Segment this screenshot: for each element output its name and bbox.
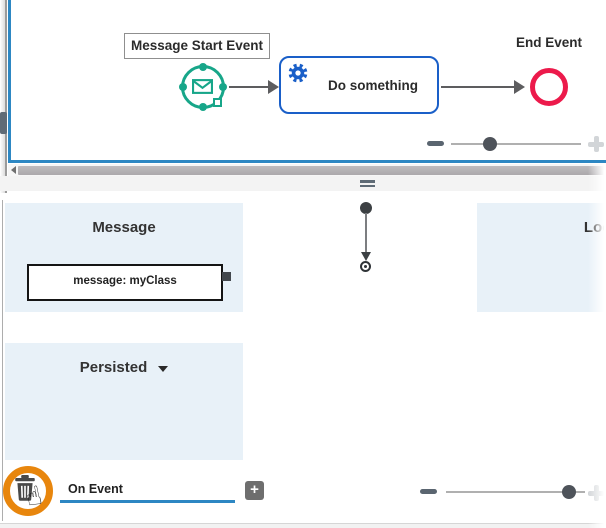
sequence-flow-line[interactable] (229, 85, 269, 88)
left-scrollbar-track[interactable] (0, 0, 5, 193)
zoom-slider-thumb[interactable] (483, 136, 497, 151)
message-class-label: message: myClass (73, 275, 177, 287)
left-scrollbar-border (5, 0, 7, 193)
start-event-label: Message Start Event (130, 38, 264, 53)
persisted-panel-header[interactable]: Persisted (5, 359, 243, 376)
horizontal-scrollbar[interactable] (8, 164, 606, 176)
zoom-in-icon[interactable] (593, 485, 599, 501)
zoom-slider-track[interactable] (451, 142, 581, 145)
envelope-icon (192, 79, 213, 94)
arrowhead-icon (268, 80, 279, 94)
annotation-circle-icon (3, 466, 53, 516)
zoom-out-icon[interactable] (427, 141, 444, 146)
task-node[interactable]: Do something (279, 56, 439, 114)
window-bottom-edge (0, 523, 606, 528)
message-class-box[interactable]: message: myClass (27, 264, 223, 301)
selection-handle-icon[interactable] (198, 62, 207, 71)
end-event-node[interactable] (530, 68, 568, 106)
zoom-slider-thumb[interactable] (562, 484, 576, 499)
grip-bar-icon (360, 180, 375, 183)
task-label: Do something (328, 78, 418, 93)
active-tab-underline (60, 500, 235, 503)
resize-handle-icon[interactable] (213, 98, 222, 107)
selection-handle-icon[interactable] (198, 102, 207, 111)
editor-left-border (2, 200, 3, 521)
add-event-button[interactable]: + (245, 481, 264, 500)
local-panel: Local (477, 203, 606, 312)
local-panel-title: Local (583, 219, 606, 236)
grip-bar-icon (360, 184, 375, 187)
final-state-icon[interactable] (360, 261, 371, 272)
end-event-label: End Event (515, 35, 582, 50)
zoom-slider-track[interactable] (446, 490, 585, 493)
arrowhead-icon (361, 252, 371, 261)
initial-state-icon[interactable] (360, 202, 372, 214)
tab-on-event-label: On Event (68, 482, 123, 496)
sequence-flow-line[interactable] (441, 85, 515, 88)
gear-icon (288, 63, 308, 83)
selection-handle-icon[interactable] (218, 82, 227, 91)
persisted-panel-title: Persisted (79, 359, 148, 376)
panel-splitter (0, 176, 606, 191)
splitter-drag-handle[interactable] (351, 176, 385, 191)
tab-on-event[interactable]: On Event (60, 480, 236, 503)
selection-handle-icon[interactable] (178, 82, 187, 91)
arrowhead-icon (514, 80, 525, 94)
message-panel-title: Message (92, 219, 156, 236)
left-scrollbar-thumb[interactable] (0, 112, 7, 134)
horizontal-scrollbar-thumb[interactable] (18, 165, 604, 175)
caret-down-icon (158, 365, 169, 372)
start-event-label-box: Message Start Event (124, 33, 270, 59)
connector-handle-icon[interactable] (222, 272, 231, 281)
zoom-in-icon[interactable] (593, 136, 599, 152)
zoom-out-icon[interactable] (420, 489, 437, 494)
persisted-panel: Persisted (5, 343, 243, 460)
transition-line[interactable] (365, 213, 367, 253)
message-start-event-node[interactable] (178, 62, 227, 111)
scroll-left-arrow-icon[interactable] (11, 166, 16, 174)
diagram-canvas[interactable]: Message Start Event Do something E (8, 0, 606, 163)
final-state-dot-icon (364, 265, 367, 268)
